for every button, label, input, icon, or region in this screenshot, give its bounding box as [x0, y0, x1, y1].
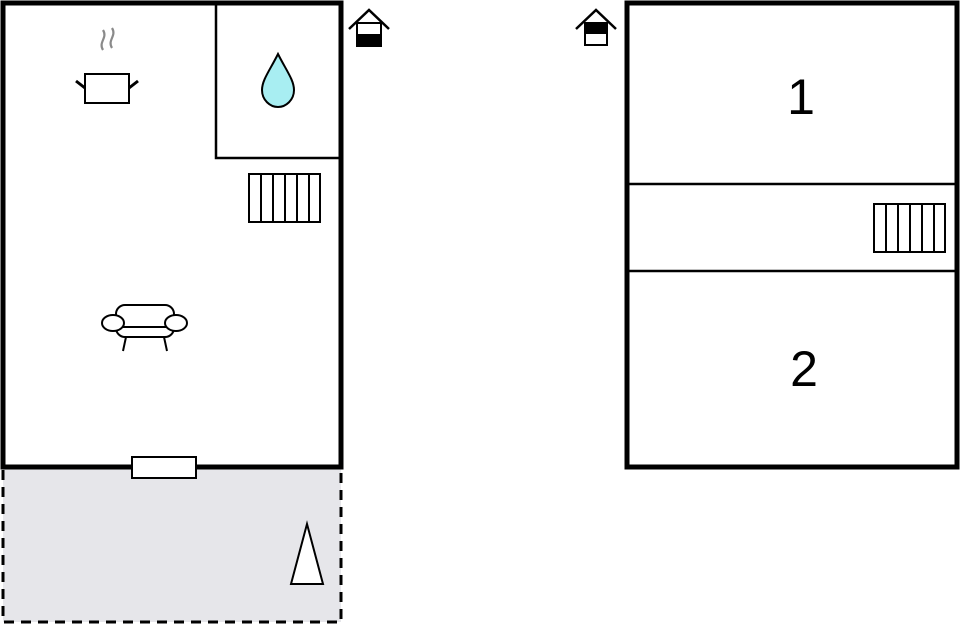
- tree-icon: [289, 520, 325, 585]
- room-2-label: 2: [790, 341, 818, 397]
- radiator-icon: [873, 203, 946, 253]
- radiator-icon: [248, 173, 321, 223]
- ground-floor-walls: [0, 0, 344, 470]
- terrace: [1, 468, 343, 624]
- bathroom-walls: [214, 3, 341, 160]
- floor-indicator-ground-icon: [348, 8, 390, 47]
- sofa-icon: [101, 304, 188, 352]
- upper-floor-walls: [624, 0, 960, 470]
- room-1-label: 1: [787, 69, 815, 125]
- water-drop-icon: [260, 51, 296, 109]
- floor-indicator-upper-icon: [575, 8, 617, 46]
- cooking-pot-icon: [75, 27, 139, 104]
- door-icon: [131, 456, 197, 479]
